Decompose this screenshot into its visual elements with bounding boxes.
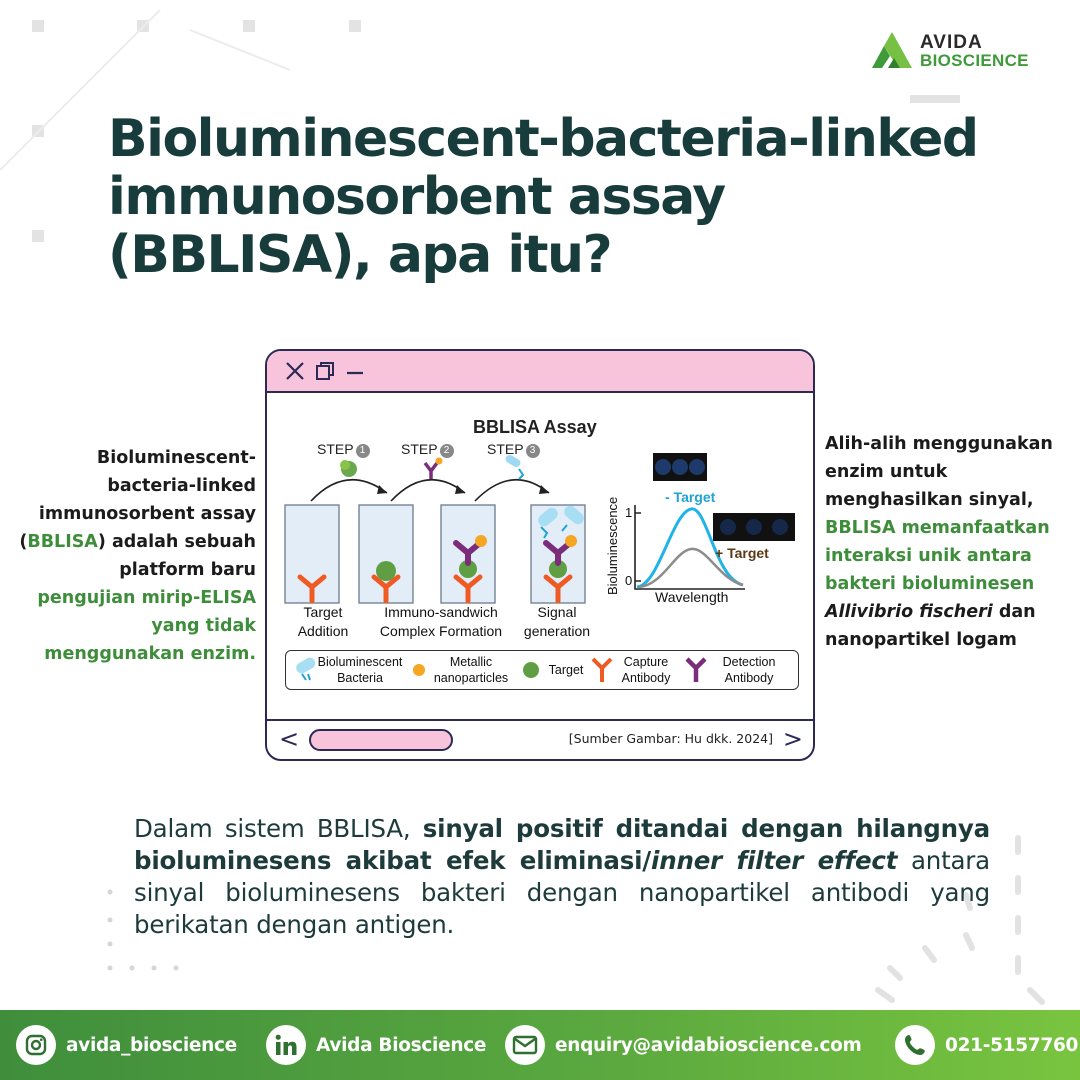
copy-icon[interactable] xyxy=(315,361,335,381)
graph-y-bottom: 0 xyxy=(625,573,633,588)
graph-minus-target: - Target xyxy=(665,489,716,505)
legend-target: Target xyxy=(548,663,584,677)
summary-paragraph: Dalam sistem BBLISA, sinyal positif dita… xyxy=(134,813,990,941)
close-icon[interactable] xyxy=(285,361,305,381)
left-text-green-tail: pengujian mirip-ELISA yang tidak menggun… xyxy=(37,588,256,664)
right-description: Alih-alih menggunakan enzim untuk mengha… xyxy=(825,430,1075,654)
scroll-pill[interactable] xyxy=(309,729,453,751)
diagram-title: BBLISA Assay xyxy=(473,417,597,437)
linkedin-icon xyxy=(266,1025,306,1065)
nanoparticle-icon xyxy=(413,664,425,676)
next-arrow-icon[interactable]: > xyxy=(782,725,803,753)
phone-contact[interactable]: 021-5157760 xyxy=(895,1025,1078,1065)
para-italic: inner filter effect xyxy=(651,846,898,875)
phone-number: 021-5157760 xyxy=(945,1034,1079,1056)
image-source: [Sumber Gambar: Hu dkk. 2024] xyxy=(568,731,773,746)
graph-plus-target: + Target xyxy=(715,545,769,561)
assay-illustration xyxy=(284,453,795,604)
contact-footer: avida_bioscience Avida Bioscience enquir… xyxy=(0,1010,1080,1080)
instagram-contact[interactable]: avida_bioscience xyxy=(16,1025,237,1065)
right-text-green: BBLISA memanfaatkan interaksi unik antar… xyxy=(825,518,1050,594)
window-titlebar xyxy=(267,351,813,393)
email-contact[interactable]: enquiry@avidabioscience.com xyxy=(505,1025,862,1065)
logo-line2: BIOSCIENCE xyxy=(920,51,1029,70)
instagram-icon xyxy=(16,1025,56,1065)
prev-arrow-icon[interactable]: < xyxy=(279,725,300,753)
detection-antibody-icon xyxy=(685,657,707,682)
graph-xlabel: Wavelength xyxy=(655,589,729,605)
para-bold: sinyal positif ditandai dengan hilangnya… xyxy=(134,814,990,875)
email-address: enquiry@avidabioscience.com xyxy=(555,1034,862,1056)
right-text-part1: Alih-alih menggunakan enzim untuk mengha… xyxy=(825,434,1053,510)
phone-icon xyxy=(895,1025,935,1065)
right-text-part2: dan nanopartikel logam xyxy=(825,602,1036,650)
para-part1: Dalam sistem BBLISA, xyxy=(134,814,423,843)
graph-y-top: 1 xyxy=(625,505,633,520)
logo-line1: AVIDA xyxy=(920,32,983,53)
left-text-part2: ) adalah sebuah platform baru xyxy=(97,532,256,580)
bacteria-icon xyxy=(296,657,316,681)
window-footer: < [Sumber Gambar: Hu dkk. 2024] > xyxy=(267,719,813,759)
minimize-icon[interactable] xyxy=(345,361,365,381)
para-part2: antara sinyal bioluminesens bakteri deng… xyxy=(134,846,990,939)
capture-antibody-icon xyxy=(591,657,613,682)
page-title: Bioluminescent-bacteria-linked immunosor… xyxy=(108,109,979,285)
target-icon xyxy=(523,662,539,678)
email-icon xyxy=(505,1025,545,1065)
left-description: Bioluminescent-bacteria-linked immunosor… xyxy=(18,444,256,668)
avida-logo: AVIDA BIOSCIENCE xyxy=(870,30,1060,72)
left-text-highlight: BBLISA xyxy=(27,532,98,552)
instagram-handle: avida_bioscience xyxy=(66,1034,237,1056)
avida-logo-icon xyxy=(872,32,912,68)
left-text-part1: Bioluminescent-bacteria-linked immunosor… xyxy=(19,448,256,552)
right-text-italic: Allivibrio fischeri xyxy=(825,602,993,622)
linkedin-name: Avida Bioscience xyxy=(316,1034,487,1056)
linkedin-contact[interactable]: Avida Bioscience xyxy=(266,1025,486,1065)
graph-ylabel: Bioluminescence xyxy=(605,496,620,595)
